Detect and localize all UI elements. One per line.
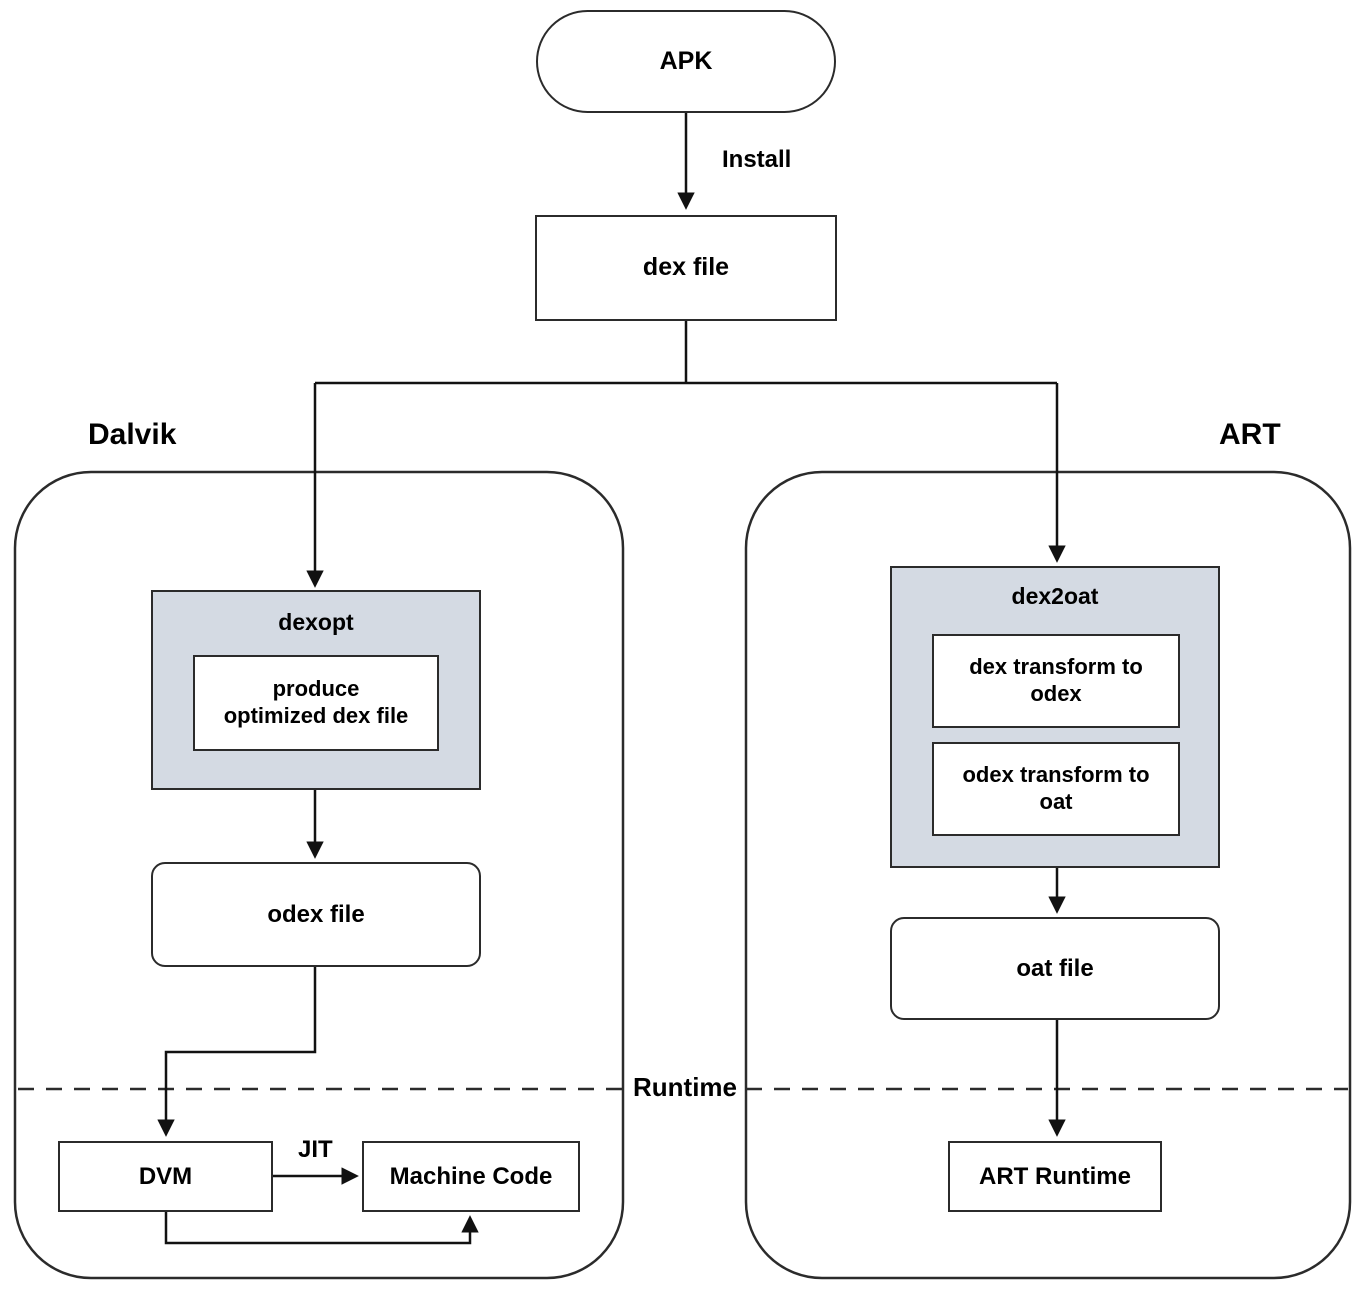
edge-dvm-feedback-to-machine-code: [164, 1212, 479, 1245]
dex-transform-line-1: dex transform to: [969, 654, 1143, 680]
edge-label-jit: JIT: [294, 1136, 337, 1164]
node-apk[interactable]: APK: [536, 10, 836, 113]
node-dvm[interactable]: DVM: [58, 1141, 273, 1212]
dalvik-text: Dalvik: [88, 418, 177, 451]
install-text: Install: [722, 146, 792, 173]
odex-transform-line-2: oat: [1039, 789, 1073, 814]
art-text: ART: [1219, 418, 1281, 451]
group-label-art: ART: [1219, 418, 1281, 452]
node-dexopt-label: dexopt: [278, 609, 354, 635]
node-machine-code[interactable]: Machine Code: [362, 1141, 580, 1212]
edge-odex-to-dvm: [157, 966, 317, 1137]
node-art-runtime[interactable]: ART Runtime: [948, 1141, 1162, 1212]
node-dvm-label: DVM: [138, 1162, 193, 1190]
odex-transform-line-1: odex transform to: [962, 762, 1150, 788]
art-container: [744, 470, 1352, 1280]
node-dex-file[interactable]: dex file: [535, 215, 837, 321]
node-odex-file[interactable]: odex file: [151, 862, 481, 967]
node-dex2oat-label: dex2oat: [1011, 583, 1099, 609]
dex-transform-line-2: odex: [1030, 681, 1082, 706]
node-art-runtime-label: ART Runtime: [979, 1162, 1131, 1190]
node-odex-file-label: odex file: [267, 900, 365, 928]
node-odex-transform-to-oat[interactable]: odex transform to oat: [932, 742, 1180, 836]
node-machine-code-label: Machine Code: [389, 1162, 553, 1190]
edge-label-runtime: Runtime: [629, 1072, 741, 1103]
runtime-text: Runtime: [633, 1072, 737, 1102]
node-dex-file-label: dex file: [642, 253, 730, 282]
edge-label-install: Install: [718, 146, 796, 174]
jit-text: JIT: [298, 1136, 333, 1163]
node-oat-file-label: oat file: [1016, 954, 1094, 982]
node-dex-transform-to-odex[interactable]: dex transform to odex: [932, 634, 1180, 728]
group-label-dalvik: Dalvik: [88, 418, 176, 452]
produce-line-2: optimized dex file: [223, 703, 409, 728]
produce-line-1: produce: [272, 676, 360, 702]
node-oat-file[interactable]: oat file: [890, 917, 1220, 1020]
edge-dex-split-bus: [315, 321, 1057, 385]
dalvik-container: [13, 470, 625, 1280]
node-produce-optimized-dex[interactable]: produce optimized dex file: [193, 655, 439, 751]
node-apk-label: APK: [659, 46, 713, 75]
